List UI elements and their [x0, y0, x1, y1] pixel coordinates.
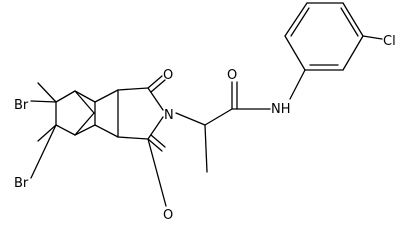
structure-canvas: Br Br O O N O NH: [14, 2, 396, 220]
imide-ring-bonds: [94, 87, 164, 140]
chlorophenyl-ring-bonds: [284, 2, 364, 100]
bromine-bottom-label: Br: [14, 176, 29, 191]
bicyclic-ring-bonds: [55, 90, 96, 136]
bromine-top-label: Br: [14, 98, 29, 113]
imide-carbonyl-bonds: [147, 75, 166, 152]
imide-nitrogen-label: N: [164, 108, 174, 123]
chlorine-label: Cl: [383, 34, 396, 49]
side-chain-bonds: [175, 81, 271, 173]
amide-oxygen-label: O: [227, 68, 237, 83]
amide-nh-label: NH: [271, 102, 291, 117]
oxygen-bottom-label: O: [163, 208, 173, 220]
chemical-structure-drawing: Br Br O O N O NH: [14, 2, 396, 220]
bromine-bonds: [37, 82, 57, 142]
oxygen-top-label: O: [163, 68, 173, 83]
